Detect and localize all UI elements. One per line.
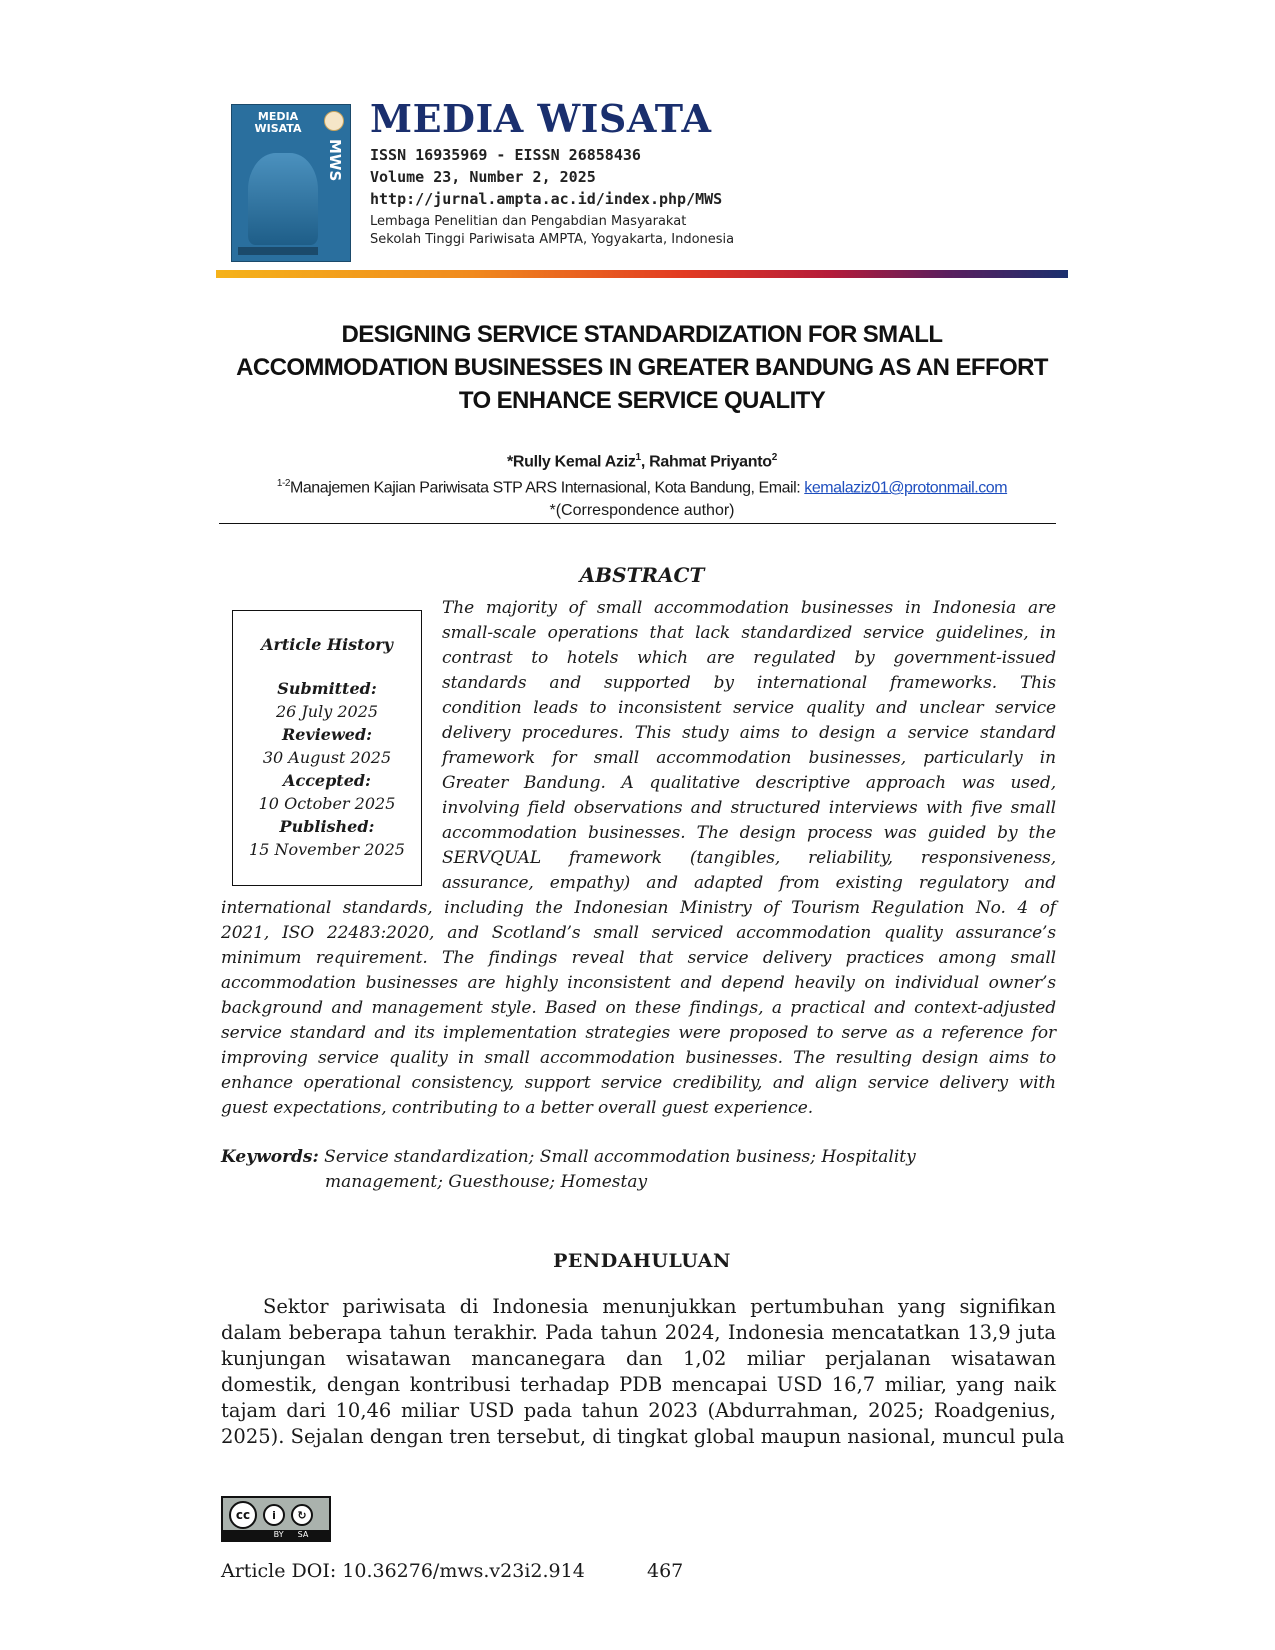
body-line: dalam beberapa tahun terakhir. Pada tahu… [221,1321,1056,1344]
journal-issn: ISSN 16935969 - EISSN 26858436 [370,146,641,164]
abstract-line: Greater Bandung. A qualitative descripti… [442,773,1056,793]
author-divider [219,523,1056,524]
journal-volume: Volume 23, Number 2, 2025 [370,168,596,186]
published-label: Published: [279,817,375,836]
cover-figure-icon [248,153,318,245]
abstract-line: involving field observations and structu… [442,798,1056,818]
author-sup: 2 [771,452,778,463]
abstract-line: assurance, empathy) and adapted from exi… [442,873,1056,893]
cc-label-strip: BY SA [223,1530,329,1540]
abstract-line: contrast to hotels which are regulated b… [442,648,1056,668]
abstract-line: condition leads to inconsistent service … [442,698,1056,718]
author-name: *Rully Kemal Aziz [506,453,636,471]
cc-sa-label: SA [297,1530,309,1539]
reviewed-date: 30 August 2025 [262,748,392,767]
keywords-label: Keywords: [221,1147,319,1167]
email-link[interactable]: kemalaziz01@protonmail.com [804,479,1008,497]
header-gradient-rule [216,270,1068,278]
paper-title: DESIGNING SERVICE STANDARDIZATION FOR SM… [216,318,1068,417]
abstract-line: 2021, ISO 22483:2020, and Scotland’s sma… [221,923,1056,943]
published-date: 15 November 2025 [249,840,405,859]
submitted-label: Submitted: [277,679,377,698]
body-line: 2025). Sejalan dengan tren tersebut, di … [221,1425,1065,1448]
correspondence-note: *(Correspondence author) [549,502,735,519]
article-history-box: Article History Submitted: 26 July 2025 … [232,610,422,886]
institution-line-1: Lembaga Penelitian dan Pengabdian Masyar… [370,214,687,229]
institution-line-2: Sekolah Tinggi Pariwisata AMPTA, Yogyaka… [370,232,735,247]
cc-icon: cc [229,1501,257,1529]
share-alike-icon: ↻ [291,1504,313,1526]
journal-title: MEDIA WISATA [370,96,712,141]
abstract-line: delivery procedures. This study aims to … [442,723,1056,743]
abstract-line: SERVQUAL framework (tangibles, reliabili… [442,848,1056,868]
cover-spine-label: MWS [326,139,344,182]
journal-cover-image: MEDIA WISATA MWS [231,104,351,262]
accepted-date: 10 October 2025 [258,794,396,813]
abstract-line: The majority of small accommodation busi… [442,598,1056,618]
paper-title-line: TO ENHANCE SERVICE QUALITY [458,387,826,414]
journal-url[interactable]: http://jurnal.ampta.ac.id/index.php/MWS [370,190,723,208]
abstract-line: background and management style. Based o… [221,998,1056,1018]
submitted-date: 26 July 2025 [275,702,379,721]
accepted-label: Accepted: [283,771,371,790]
abstract-line: service standard and its implementation … [221,1023,1056,1043]
abstract-line: international standards, including the I… [221,898,1056,918]
abstract-line: framework for small accommodation busine… [442,748,1056,768]
cover-footer-band [238,247,318,255]
abstract-line: enhance operational consistency, support… [221,1073,1056,1093]
cover-logo-icon [324,111,344,131]
affiliation-sup: 1-2 [276,478,291,489]
article-doi: Article DOI: 10.36276/mws.v23i2.914 [221,1560,585,1582]
cover-title: MEDIA WISATA [254,110,302,135]
author-sup: 1 [635,452,642,463]
abstract-line: standards and supported by international… [442,673,1056,693]
body-line: kunjungan wisatawan mancanegara dan 1,02… [221,1347,1056,1370]
abstract-line: accommodation businesses. The design pro… [442,823,1056,843]
affiliation-text: Manajemen Kajian Pariwisata STP ARS Inte… [289,479,805,497]
paper-title-line: DESIGNING SERVICE STANDARDIZATION FOR SM… [341,321,943,348]
keywords-text: management; Guesthouse; Homestay [325,1172,648,1192]
author-list: *Rully Kemal Aziz1, Rahmat Priyanto2 [506,452,778,471]
body-line: Sektor pariwisata di Indonesia menunjukk… [263,1295,1056,1318]
author-name: Rahmat Priyanto [649,453,772,471]
abstract-line: improving service quality in small accom… [221,1048,1056,1068]
attribution-icon: i [263,1504,285,1526]
section-heading: PENDAHULUAN [553,1250,731,1272]
cc-by-label: BY [273,1530,284,1539]
abstract-line: guest expectations, contributing to a be… [221,1098,813,1118]
affiliation: 1-2Manajemen Kajian Pariwisata STP ARS I… [216,478,1068,497]
keywords-text: Service standardization; Small accommoda… [324,1147,916,1167]
cc-license-badge[interactable]: cc i ↻ BY SA [221,1496,331,1542]
page-number: 467 [647,1560,684,1582]
abstract-line: minimum requirement. The findings reveal… [221,948,1056,968]
article-history-title: Article History [261,635,393,654]
abstract-line: small-scale operations that lack standar… [442,623,1056,643]
paper-title-line: ACCOMMODATION BUSINESSES IN GREATER BAND… [236,354,1048,381]
reviewed-label: Reviewed: [281,725,373,744]
abstract-heading: ABSTRACT [579,563,705,587]
abstract-line: accommodation businesses are highly inco… [221,973,1056,993]
body-line: domestik, dengan kontribusi terhadap PDB… [221,1373,1056,1396]
body-line: tajam dari 10,46 miliar USD pada tahun 2… [221,1399,1056,1422]
keywords: Keywords: Service standardization; Small… [221,1145,1056,1195]
